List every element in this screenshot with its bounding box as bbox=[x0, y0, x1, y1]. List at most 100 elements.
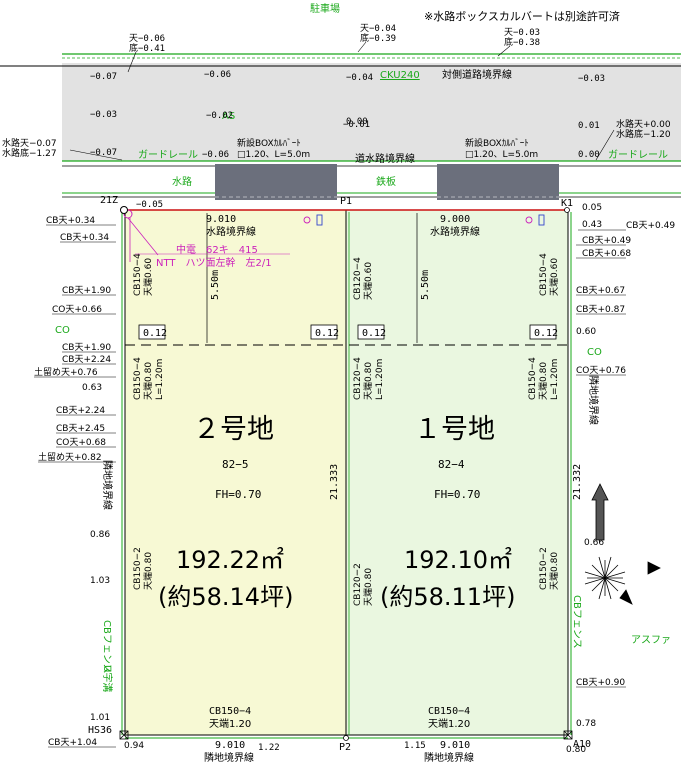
point-p1: P1 bbox=[340, 196, 352, 207]
lot1-name: １号地 bbox=[414, 414, 495, 445]
right-annotation: CO天+0.76 bbox=[576, 366, 626, 376]
left-annotation: CO天+0.66 bbox=[52, 305, 102, 315]
road-elev: 0.00 bbox=[346, 117, 368, 127]
lot2-cb-right-top-height: 天端0.60 bbox=[362, 262, 374, 300]
point-p2: P2 bbox=[339, 742, 351, 753]
permit-note: ※水路ボックスカルバートは別途許可済 bbox=[424, 9, 620, 23]
waterway-bottom-right: 水路底−1.20 bbox=[616, 128, 671, 140]
lot2-cb-mid-length: L=1.20m bbox=[155, 359, 165, 400]
waterway-top-left: 水路天−0.07 bbox=[2, 137, 57, 149]
lot2-bottom-width: 9.010 bbox=[215, 740, 245, 751]
left-annotation: CB天+2.45 bbox=[56, 424, 105, 434]
waterway-top-right: 水路天+0.00 bbox=[616, 118, 671, 130]
road-elev: −0.03 bbox=[90, 110, 117, 120]
lot2-bottom-cb-top: 天端1.20 bbox=[209, 717, 251, 730]
lot2-height-left: 0.12 bbox=[143, 328, 167, 339]
right-annotations: 0.05 0.43 CB天+0.49 CB天+0.49 CB天+0.68 CB天… bbox=[566, 203, 675, 755]
point-hs36: HS36 bbox=[88, 725, 112, 736]
asphalt-label: AS bbox=[222, 111, 235, 122]
lot2-number: 82−5 bbox=[222, 458, 249, 471]
lot1-bottom-corner: 1.15 bbox=[404, 741, 426, 751]
lot2-cb-low-height: 天端0.80 bbox=[142, 552, 154, 590]
right-annotation: 0.05 bbox=[582, 203, 602, 213]
lot1-number: 82−4 bbox=[438, 458, 465, 471]
left-annotation: CB天+0.34 bbox=[46, 216, 95, 226]
lot1-height-left: 0.12 bbox=[362, 328, 386, 339]
left-annotation: 1.01 bbox=[90, 713, 110, 723]
lot2-bottom-corner: 1.22 bbox=[258, 743, 280, 753]
lot2-cb-right-mid-height: 天端0.80 bbox=[362, 362, 374, 400]
meter-box-icon bbox=[316, 214, 323, 226]
right-annotation: CB天+0.87 bbox=[576, 305, 625, 315]
culvert-right bbox=[437, 164, 559, 200]
lot-2-area bbox=[124, 209, 347, 736]
right-annotation: CB天+0.49 bbox=[582, 236, 631, 246]
lot2-tsubo: (約58.14坪) bbox=[158, 583, 293, 611]
lot2-area: 192.22㎡ bbox=[176, 546, 284, 574]
left-annotation: CB天+1.90 bbox=[62, 286, 111, 296]
right-annotation: CB天+0.90 bbox=[576, 678, 625, 688]
right-annotation: CB天+0.67 bbox=[576, 286, 625, 296]
north-arrow-icon bbox=[584, 483, 661, 605]
left-annotation: 0.94 bbox=[124, 741, 144, 751]
waterway-label: 水路 bbox=[172, 175, 192, 188]
asphalt-side-label: アスファ bbox=[631, 635, 671, 646]
lot-2 bbox=[124, 209, 347, 736]
right-fence-label: CBフェンス bbox=[571, 595, 582, 649]
elev-pair-2-top: 天−0.04 bbox=[360, 24, 396, 34]
left-fence-label: CBフェンス bbox=[101, 620, 112, 674]
left-annotations: CB天+0.34 CB天+0.34 CB天+1.90 CO天+0.66 CO C… bbox=[34, 216, 144, 751]
left-annotation: CO bbox=[55, 325, 70, 336]
corner-marker-icon bbox=[119, 730, 129, 740]
lot2-top-width: 9.010 bbox=[206, 214, 236, 225]
guardrail-label-left: ガードレール bbox=[138, 149, 198, 161]
right-annotation: 0.66 bbox=[584, 538, 604, 548]
road-elev: −0.07 bbox=[90, 148, 117, 158]
left-annotation: 0.86 bbox=[90, 530, 110, 540]
left-annotation: CO天+0.68 bbox=[56, 438, 106, 448]
lot2-name: ２号地 bbox=[193, 414, 274, 445]
lot2-cb-top-height: 天端0.60 bbox=[142, 258, 154, 296]
lot2-cb-mid-height: 天端0.80 bbox=[142, 362, 154, 400]
lot1-cb-top-height: 天端0.60 bbox=[548, 258, 560, 296]
lot2-cb-right-top: CB120−4 bbox=[353, 257, 363, 300]
guardrail-label-right: ガードレール bbox=[608, 149, 668, 161]
corner-point-icon bbox=[120, 206, 128, 214]
left-annotation: CB天+2.24 bbox=[62, 355, 111, 365]
road-area: AS CKU240 対側道路境界線 ガードレール ガードレール 水路 鉄板 道水… bbox=[0, 24, 681, 210]
point-21z: 21Z bbox=[100, 195, 118, 206]
road-elev: −0.04 bbox=[346, 73, 373, 83]
road-elev: −0.06 bbox=[202, 150, 229, 160]
lot1-area: 192.10㎡ bbox=[404, 546, 512, 574]
culvert-left-label: 新設BOXｶﾙﾊﾞｰﾄ bbox=[237, 137, 301, 149]
left-annotation: 1.03 bbox=[90, 576, 110, 586]
road-elev: −0.02 bbox=[206, 111, 233, 121]
lot2-fh: FH=0.70 bbox=[215, 488, 261, 501]
opposite-road-boundary-label: 対側道路境界線 bbox=[442, 68, 512, 81]
lot1-height-right: 0.12 bbox=[534, 328, 558, 339]
elev-pair-2-bottom: 底−0.39 bbox=[360, 32, 396, 44]
lot2-depth: 21.333 bbox=[329, 464, 340, 500]
lot2-setback: 5.50m bbox=[210, 270, 221, 300]
lot1-top-boundary: 水路境界線 bbox=[430, 225, 480, 238]
iron-plate-label: 鉄板 bbox=[376, 175, 396, 188]
lot-1-area bbox=[345, 209, 569, 736]
left-annotation: CB天+1.04 bbox=[48, 738, 97, 748]
culvert-right-label: 新設BOXｶﾙﾊﾞｰﾄ bbox=[465, 137, 529, 149]
meter-box-icon bbox=[538, 214, 545, 226]
waterway-boundary-label: 道水路境界線 bbox=[355, 152, 415, 165]
road-surface bbox=[62, 63, 681, 161]
lot2-cb-right-mid: CB120−4 bbox=[353, 357, 363, 400]
lot1-tsubo: (約58.11坪) bbox=[380, 583, 515, 611]
right-annotation: 0.60 bbox=[576, 327, 596, 337]
lot2-cb-right-mid-length: L=1.20m bbox=[375, 359, 385, 400]
culvert-right-size: □1.20、L=5.0m bbox=[465, 150, 538, 160]
lot2-cb-top: CB150−4 bbox=[133, 253, 143, 296]
parking-label: 駐車場 bbox=[310, 2, 340, 15]
left-annotation: CB天+2.24 bbox=[56, 406, 105, 416]
lot1-bottom-width: 9.010 bbox=[440, 740, 470, 751]
utility-marker-icon bbox=[525, 216, 533, 224]
road-elev: −0.05 bbox=[136, 200, 163, 210]
right-annotation: CB天+0.49 bbox=[626, 221, 675, 231]
